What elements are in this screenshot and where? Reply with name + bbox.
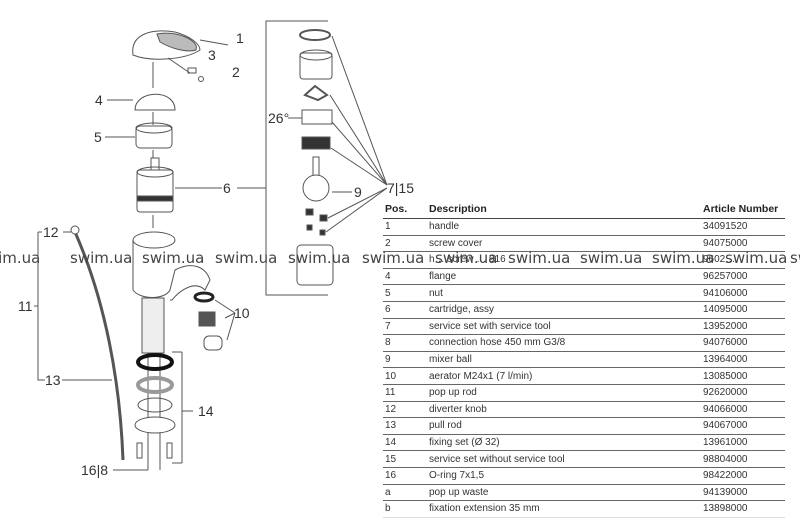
callout-1: 1: [236, 30, 244, 46]
table-header: Pos. Description Article Number: [383, 201, 785, 219]
callout-16-8: 16|8: [81, 462, 108, 478]
cell-description: h… screw … 916: [427, 251, 701, 269]
cell-article-number: 96257000: [701, 268, 785, 286]
cell-description: mixer ball: [427, 351, 701, 369]
cell-pos: 16: [383, 467, 427, 485]
cell-pos: 2: [383, 235, 427, 253]
cell-article-number: 94106000: [701, 284, 785, 302]
header-description: Description: [427, 201, 701, 219]
cell-description: connection hose 450 mm G3/8: [427, 334, 701, 352]
cell-pos: 6: [383, 301, 427, 319]
callout-13: 13: [45, 372, 61, 388]
cell-pos: 11: [383, 384, 427, 402]
callout-6: 6: [223, 180, 231, 196]
cell-description: pop up waste: [427, 484, 701, 502]
callout-5: 5: [94, 129, 102, 145]
cell-description: flange: [427, 268, 701, 286]
cell-description: service set without service tool: [427, 450, 701, 468]
callout-26deg: 26°: [268, 110, 289, 126]
cell-description: fixation extension 35 mm: [427, 500, 701, 518]
cell-description: pull rod: [427, 417, 701, 435]
cell-pos: 7: [383, 318, 427, 336]
callout-11: 11: [18, 298, 33, 314]
faucet-body: [132, 240, 211, 301]
callout-7-15: 7|15: [387, 180, 414, 196]
cell-pos: b: [383, 500, 427, 518]
nut-part: [135, 125, 173, 149]
cartridge-part: [136, 169, 174, 213]
cell-article-number: 34091520: [701, 218, 785, 236]
callout-3: 3: [208, 47, 216, 63]
flange-part: [134, 93, 176, 111]
cell-article-number: 13898000: [701, 500, 785, 518]
header-pos: Pos.: [383, 201, 427, 219]
cell-description: fixing set (Ø 32): [427, 434, 701, 452]
cell-description: nut: [427, 284, 701, 302]
cell-pos: a: [383, 484, 427, 502]
cell-pos: 12: [383, 401, 427, 419]
cell-description: screw cover: [427, 235, 701, 253]
cell-description: service set with service tool: [427, 318, 701, 336]
cell-pos: 8: [383, 334, 427, 352]
cell-description: diverter knob: [427, 401, 701, 419]
cell-article-number: 94139000: [701, 484, 785, 502]
handle-part: [132, 30, 229, 82]
cell-article-number: 9602…: [701, 251, 785, 269]
cell-pos: 4: [383, 268, 427, 286]
cell-article-number: 98804000: [701, 450, 785, 468]
cell-description: pop up rod: [427, 384, 701, 402]
callout-4: 4: [95, 92, 103, 108]
callout-12: 12: [43, 224, 59, 240]
cell-pos: 14: [383, 434, 427, 452]
callout-2: 2: [232, 64, 240, 80]
cell-article-number: 13964000: [701, 351, 785, 369]
cell-pos: [383, 251, 427, 269]
cell-description: O-ring 7x1,5: [427, 467, 701, 485]
cell-article-number: 94076000: [701, 334, 785, 352]
cell-pos: 1: [383, 218, 427, 236]
cell-article-number: 13952000: [701, 318, 785, 336]
cell-article-number: 13961000: [701, 434, 785, 452]
cell-pos: 13: [383, 417, 427, 435]
cell-pos: 15: [383, 450, 427, 468]
cell-article-number: 14095000: [701, 301, 785, 319]
cell-pos: 9: [383, 351, 427, 369]
cell-description: handle: [427, 218, 701, 236]
cell-article-number: 13085000: [701, 367, 785, 385]
cell-description: cartridge, assy: [427, 301, 701, 319]
callout-14: 14: [198, 403, 214, 419]
callout-10: 10: [234, 305, 250, 321]
cell-article-number: 94067000: [701, 417, 785, 435]
cell-article-number: 94066000: [701, 401, 785, 419]
cell-article-number: 94075000: [701, 235, 785, 253]
callout-9: 9: [354, 184, 362, 200]
cell-article-number: 98422000: [701, 467, 785, 485]
cell-description: aerator M24x1 (7 l/min): [427, 367, 701, 385]
header-article-number: Article Number: [701, 201, 785, 219]
cell-article-number: 92620000: [701, 384, 785, 402]
cell-pos: 10: [383, 367, 427, 385]
cell-pos: 5: [383, 284, 427, 302]
